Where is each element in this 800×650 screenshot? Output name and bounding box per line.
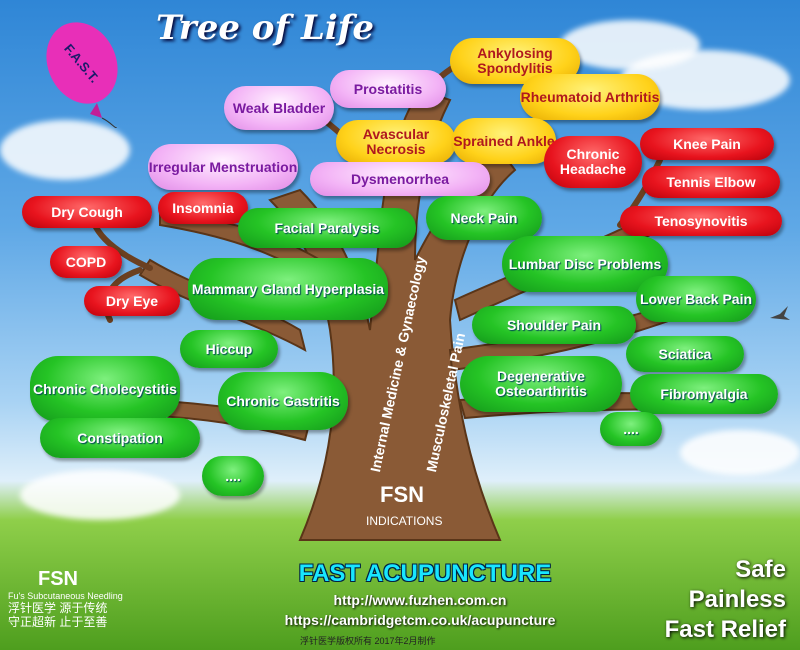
- blob-mammary-gland: Mammary Gland Hyperplasia: [188, 258, 388, 320]
- blob-chronic-cholecystitis: Chronic Cholecystitis: [30, 356, 180, 422]
- trunk-fsn: FSN: [380, 482, 424, 507]
- blob-fibromyalgia: Fibromyalgia: [630, 374, 778, 414]
- blob-irregular-menstruation: Irregular Menstruation: [148, 144, 298, 190]
- sky-cloud: [0, 120, 130, 180]
- blob-weak-bladder: Weak Bladder: [224, 86, 334, 130]
- blob-facial-paralysis: Facial Paralysis: [238, 208, 416, 248]
- url-fuzhen: http://www.fuzhen.com.cn: [333, 592, 507, 608]
- fsn-logo: FSN Fu's Subcutaneous Needling 浮针医学 源于传统…: [8, 568, 123, 629]
- blob-insomnia: Insomnia: [158, 192, 248, 224]
- blob-constipation: Constipation: [40, 418, 200, 458]
- blob-dry-eye: Dry Eye: [84, 286, 180, 316]
- url-cambridgetcm: https://cambridgetcm.co.uk/acupuncture: [284, 612, 556, 628]
- blob-knee-pain: Knee Pain: [640, 128, 774, 160]
- logo-subtitle: Fu's Subcutaneous Needling: [8, 591, 123, 601]
- blob-lower-back-pain: Lower Back Pain: [636, 276, 756, 322]
- sky-cloud: [680, 430, 800, 475]
- blob-sprained-ankle: Sprained Ankle: [452, 118, 556, 164]
- copyright-text: 浮针医学版权所有 2017年2月制作: [300, 636, 436, 646]
- slogan-painless: Painless: [688, 586, 786, 613]
- blob-copd: COPD: [50, 246, 122, 278]
- blob-hiccup: Hiccup: [180, 330, 278, 368]
- slogan-safe: Safe: [735, 556, 786, 583]
- blob-prostatitis: Prostatitis: [330, 70, 446, 108]
- blob-degenerative-osteoarthritis: Degenerative Osteoarthritis: [460, 356, 622, 412]
- blob-chronic-headache: Chronic Headache: [544, 136, 642, 188]
- bird-icon: [770, 306, 790, 320]
- logo-chinese-line2: 守正超新 止于至善: [8, 615, 108, 629]
- blob-neck-pain: Neck Pain: [426, 196, 542, 240]
- fast-acupuncture-heading: FAST ACUPUNCTURE: [298, 560, 552, 587]
- blob-ankylosing: Ankylosing Spondylitis: [450, 38, 580, 84]
- page-title: Tree of Life: [155, 8, 375, 48]
- sky-cloud: [20, 470, 180, 520]
- blob-more-left: ....: [202, 456, 264, 496]
- blob-avascular: Avascular Necrosis: [336, 120, 456, 164]
- blob-tennis-elbow: Tennis Elbow: [642, 166, 780, 198]
- trunk-indications: INDICATIONS: [366, 514, 443, 528]
- balloon-icon: F.A.S.T.: [46, 22, 118, 128]
- blob-chronic-gastritis: Chronic Gastritis: [218, 372, 348, 430]
- blob-dysmenorrhea: Dysmenorrhea: [310, 162, 490, 196]
- slogan-fast-relief: Fast Relief: [664, 616, 786, 643]
- blob-more-right: ....: [600, 412, 662, 446]
- blob-sciatica: Sciatica: [626, 336, 744, 372]
- blob-lumbar-disc: Lumbar Disc Problems: [502, 236, 668, 292]
- blob-dry-cough: Dry Cough: [22, 196, 152, 228]
- logo-name: FSN: [38, 568, 78, 590]
- blob-shoulder-pain: Shoulder Pain: [472, 306, 636, 344]
- logo-chinese-line1: 浮针医学 源于传统: [8, 601, 108, 615]
- blob-rheumatoid: Rheumatoid Arthritis: [520, 74, 660, 120]
- blob-tenosynovitis: Tenosynovitis: [620, 206, 782, 236]
